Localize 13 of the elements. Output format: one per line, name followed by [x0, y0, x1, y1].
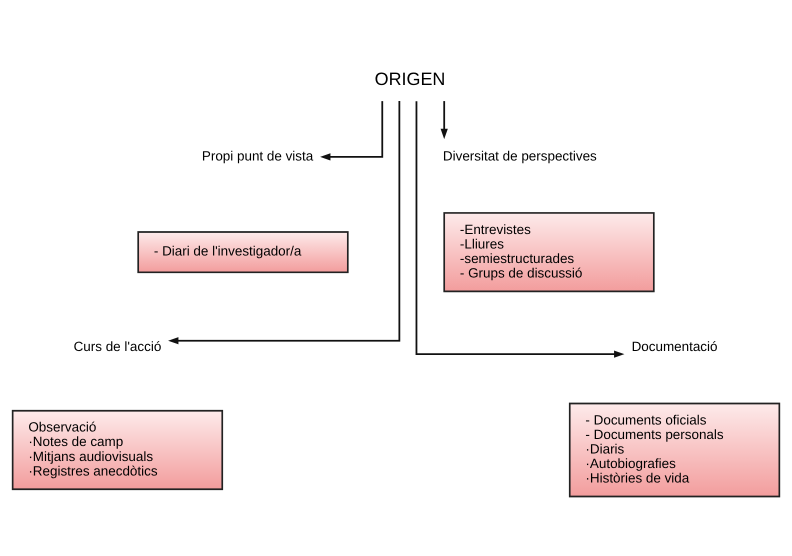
node-text: ORIGEN: [374, 68, 446, 88]
node-box: Observació ·Notes de camp ·Mitjans audiovisuals ·Registres anecdòtics: [12, 409, 224, 490]
node-text: Diversitat de perspectives: [442, 148, 597, 163]
node-text: Documentació: [632, 338, 718, 354]
node-box: - Diari de l'investigador/a: [137, 230, 349, 273]
node-text: Propi punt de vista: [202, 148, 314, 163]
node-box: - Documents oficials - Documents personals ·Diaris ·Autobiografies ·Històries de vida: [568, 402, 780, 497]
arrow: [416, 100, 624, 358]
arrow: [320, 100, 384, 160]
arrow: [440, 100, 448, 139]
node-text: Curs de l'acció: [74, 338, 162, 354]
arrow: [168, 100, 400, 344]
node-box: -Entrevistes -Lliures -semiestructurades - Grups de discussió: [443, 212, 655, 292]
